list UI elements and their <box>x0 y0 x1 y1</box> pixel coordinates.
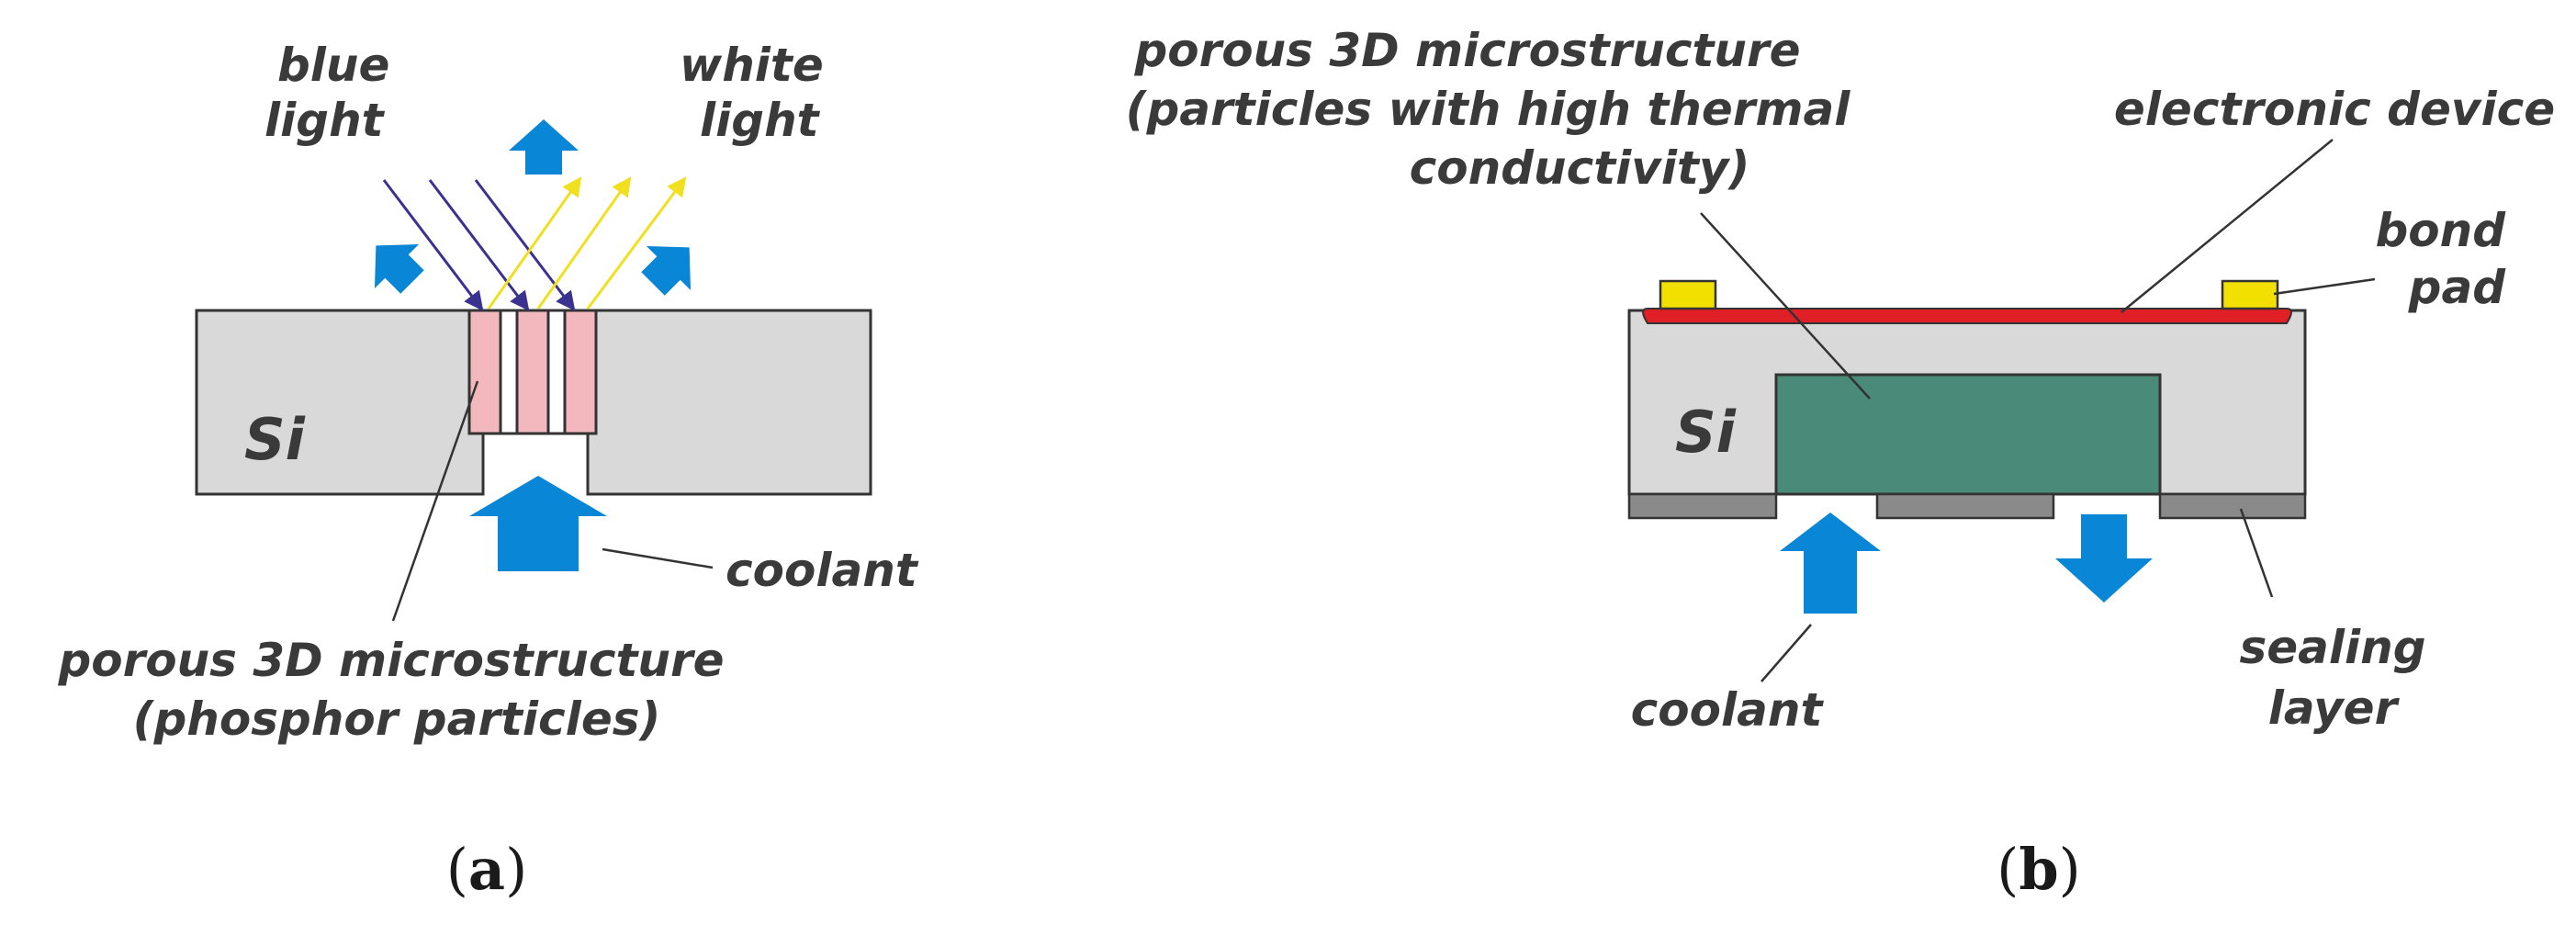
label-si-a: Si <box>244 406 306 473</box>
phosphor-pillar-2 <box>515 309 550 435</box>
heat-arrow-up <box>509 119 579 175</box>
label-porous-b-2: (particles with high thermal <box>1126 83 1851 136</box>
label-electronic-device: electronic device <box>2114 83 2555 136</box>
phosphor-gap-1 <box>499 309 519 435</box>
blue-ray-1 <box>382 179 484 311</box>
label-blue-light-2: light <box>264 94 386 147</box>
blue-ray-2 <box>428 179 530 311</box>
label-sealing-2: layer <box>2268 682 2401 735</box>
bond-pad-left <box>1659 279 1717 310</box>
label-white-light-1: white <box>680 39 824 92</box>
leader-sealing <box>2239 508 2274 598</box>
label-coolant-a: coolant <box>726 544 919 597</box>
leader-porous-b <box>1700 212 1871 400</box>
leader-porous-a <box>391 380 479 622</box>
label-porous-a-2: (phosphor particles) <box>133 693 661 746</box>
bond-pad-right <box>2221 279 2279 310</box>
white-light-rays <box>487 176 687 310</box>
label-white-light-2: light <box>700 94 821 147</box>
blue-ray-3 <box>474 179 576 311</box>
coolant-arrow-a <box>469 476 607 571</box>
label-blue-light-1: blue <box>277 39 389 92</box>
thermal-microstructure <box>1774 373 2162 496</box>
phosphor-gap-2 <box>546 309 567 435</box>
heat-arrow-upright <box>641 245 692 296</box>
label-coolant-b: coolant <box>1631 683 1825 737</box>
label-bond-1: bond <box>2375 204 2506 257</box>
panel-b: porous 3D microstructure (particles with… <box>1126 24 2556 903</box>
phosphor-pillar-3 <box>563 309 598 435</box>
white-ray-3 <box>586 176 687 310</box>
phosphor-microstructure <box>467 309 598 435</box>
leader-device <box>2120 139 2334 313</box>
label-porous-b-3: conductivity) <box>1410 141 1750 195</box>
coolant-arrow-in <box>1780 513 1881 614</box>
label-porous-b-1: porous 3D microstructure <box>1133 24 1800 77</box>
leader-coolant-b <box>1760 624 1812 682</box>
sealing-segment-right <box>2158 492 2307 520</box>
leader-bond-pad <box>2273 277 2376 296</box>
caption-a: (a) <box>446 836 528 903</box>
sealing-segment-left <box>1627 492 1778 520</box>
label-sealing-1: sealing <box>2239 621 2425 674</box>
heat-arrow-upleft <box>374 243 424 294</box>
coolant-arrow-out <box>2055 514 2153 603</box>
leader-coolant-a <box>602 547 714 569</box>
electronic-device-layer <box>1642 308 2292 324</box>
label-bond-2: pad <box>2408 261 2507 314</box>
label-porous-a-1: porous 3D microstructure <box>57 634 724 687</box>
blue-light-rays <box>382 179 576 311</box>
label-si-b: Si <box>1675 399 1737 466</box>
phosphor-pillar-1 <box>467 309 502 435</box>
sealing-segment-middle <box>1875 492 2055 520</box>
panel-a: blue light white light Si coolant porous… <box>57 39 918 903</box>
white-ray-2 <box>536 176 632 310</box>
white-ray-1 <box>487 176 582 310</box>
caption-b: (b) <box>1997 836 2081 903</box>
